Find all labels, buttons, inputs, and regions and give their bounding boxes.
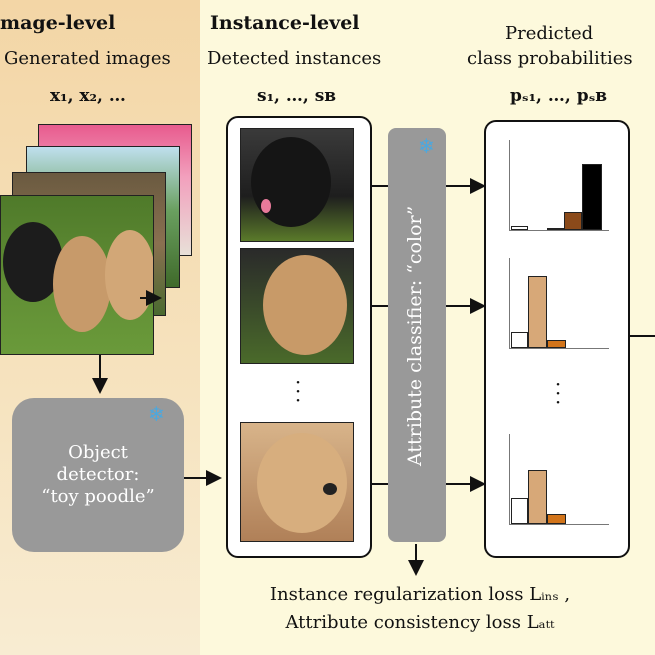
tan-poodle-shape [53,236,111,332]
histogram-2-bar-1 [511,332,528,348]
predicted-math: pₛ₁, …, pₛʙ [510,86,608,106]
instance-level-subtitle: Detected instances [207,48,382,69]
detector-line2: detector: [56,464,140,485]
histogram-1-bar-3 [564,212,582,230]
tan-poodle-shape-2 [105,230,153,320]
black-poodle-crop-shape [251,137,331,227]
predicted-title-line1: Predicted [505,23,594,44]
attribute-classifier-module [388,128,446,542]
snowflake-icon: ❄ [148,402,165,426]
object-detector-module: Object detector: “toy poodle” [12,398,184,552]
histogram-1-bar-4 [582,164,602,230]
probabilities-ellipsis: ··· [554,372,562,414]
image-level-header: mage-level [0,12,116,34]
instance-crop-3 [240,422,354,542]
instances-ellipsis: ··· [294,370,302,412]
predicted-probabilities-box [484,120,630,558]
detector-line1: Object [68,442,128,463]
nose-shape [323,483,337,495]
generated-image-front [0,195,154,355]
loss-line-1: Instance regularization loss Lᵢₙₛ , [269,584,571,605]
histogram-1-x-axis [509,230,609,231]
histogram-2-bar-3 [547,340,566,348]
detector-line3: “toy poodle” [41,486,155,507]
loss-line-2: Attribute consistency loss Lₐₜₜ [285,612,555,633]
image-level-math: x₁, x₂, … [50,86,126,106]
histogram-3-bar-1 [511,498,528,524]
histogram-1-y-axis [509,140,510,230]
snowflake-icon: ❄ [418,134,435,158]
histogram-2-y-axis [509,258,510,348]
instance-level-math: s₁, …, sʙ [257,86,337,106]
image-level-subtitle: Generated images [4,48,171,69]
instance-level-header: Instance-level [210,12,360,34]
histogram-1-bar-1 [511,226,528,230]
tongue-shape [261,199,271,213]
histogram-3-bar-3 [547,514,566,524]
predicted-title-line2: class probabilities [467,48,633,69]
histogram-2-x-axis [509,348,609,349]
histogram-3-y-axis [509,434,510,524]
instance-crop-1 [240,128,354,242]
instance-crop-2 [240,248,354,364]
histogram-3-bar-2 [528,470,547,524]
histogram-3-x-axis [509,524,609,525]
histogram-2-bar-2 [528,276,547,348]
histogram-1-bar-2 [547,228,564,230]
classifier-label: Attribute classifier: “color” [404,205,426,466]
tan-poodle-crop-shape [263,255,347,355]
